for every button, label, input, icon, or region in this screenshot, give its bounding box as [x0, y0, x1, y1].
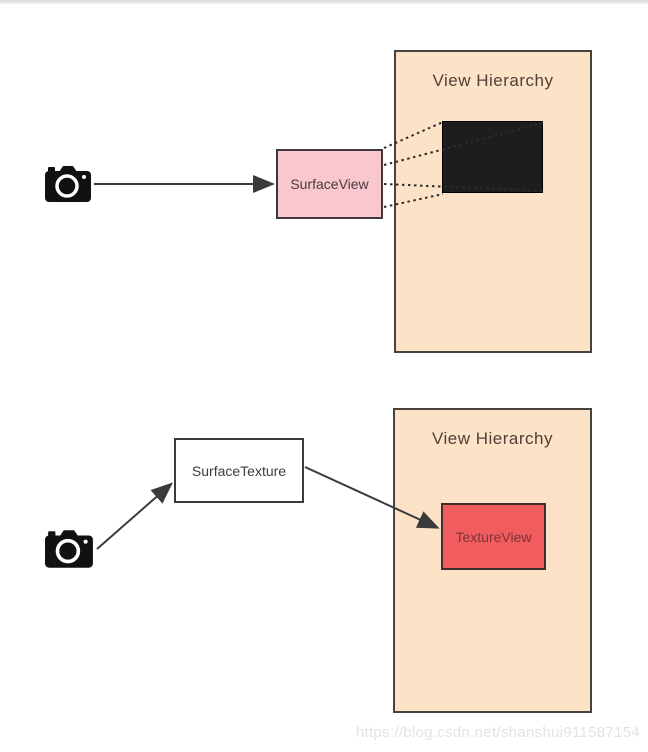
watermark-text: https://blog.csdn.net/shanshui911587154 — [355, 724, 640, 741]
surfaceview-punch-hole-rect — [442, 121, 543, 193]
camera-icon — [45, 528, 95, 575]
arrow-camera-to-surfacetexture — [96, 482, 174, 550]
surfacetexture-box: SurfaceTexture — [174, 438, 304, 503]
camera-icon — [45, 164, 93, 209]
surfacetexture-label: SurfaceTexture — [191, 462, 287, 479]
top-edge-divider — [0, 0, 648, 4]
view-hierarchy-title-top: View Hierarchy — [432, 71, 554, 90]
surfaceview-label: SurfaceView — [290, 176, 369, 192]
surfaceview-box: SurfaceView — [276, 149, 383, 219]
view-hierarchy-panel-top: View Hierarchy — [394, 50, 592, 353]
textureview-box: TextureView — [441, 503, 546, 570]
view-hierarchy-title-bottom: View Hierarchy — [431, 429, 553, 448]
textureview-label: TextureView — [455, 528, 532, 545]
view-hierarchy-panel-bottom: View Hierarchy — [393, 408, 592, 713]
